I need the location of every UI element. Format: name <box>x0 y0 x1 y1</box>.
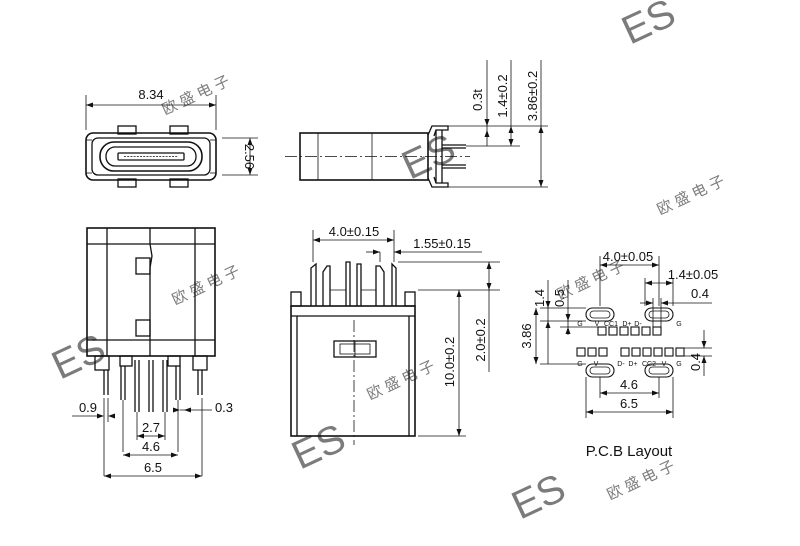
watermark-brand: ES <box>615 0 682 53</box>
side-view-overall-dim: 3.86±0.2 <box>525 71 540 122</box>
pcb-layout: G V CC1 D+ D- G G V D- D+ CC2 V G 4.0±0.… <box>519 249 718 460</box>
pcb-square-pad <box>664 347 674 357</box>
board-view-offset-dim: 1.55±0.15 <box>413 236 471 251</box>
pcb-dim-top-pitch: 4.0±0.05 <box>603 249 654 264</box>
pcb-pin-label: G <box>577 321 582 328</box>
pcb-dim-bottom-1: 4.6 <box>620 377 638 392</box>
pcb-pin-label: V <box>662 361 667 368</box>
front-view-span-3: 6.5 <box>144 460 162 475</box>
front-view-span-1: 2.7 <box>142 420 160 435</box>
pcb-pin-label: V <box>595 321 600 328</box>
pcb-square-pad <box>587 347 597 357</box>
front-view-pin-dim-left: 0.9 <box>79 400 97 415</box>
pcb-pin-label: CC1 <box>604 321 618 328</box>
watermark-chinese: 欧 盛 电 子 <box>170 263 243 309</box>
pcb-square-pad <box>641 326 651 336</box>
side-view-thickness-dim: 0.3t <box>470 89 485 111</box>
pcb-square-pad <box>631 347 641 357</box>
watermark-chinese: 欧 盛 电 子 <box>160 73 233 119</box>
watermark-chinese: 欧 盛 电 子 <box>365 358 438 404</box>
pcb-pin-label: G <box>577 361 582 368</box>
pcb-dim-right-lower: 0.4 <box>688 353 703 371</box>
pcb-square-pad <box>619 326 629 336</box>
pcb-dim-bottom-2: 6.5 <box>620 396 638 411</box>
board-view: 4.0±0.15 1.55±0.15 10.0±0.2 2.0±0.2 <box>290 224 500 445</box>
pcb-square-pad <box>576 347 586 357</box>
board-view-lead-dim: 2.0±0.2 <box>473 318 488 361</box>
pcb-pin-label: CC2 <box>642 361 656 368</box>
pcb-pin-label: D- <box>617 361 625 368</box>
pcb-square-pad <box>630 326 640 336</box>
pcb-square-pad <box>642 347 652 357</box>
pcb-pin-label: D+ <box>622 321 631 328</box>
pcb-square-pad <box>597 326 607 336</box>
pcb-dim-top-offset: 1.4±0.05 <box>668 267 719 282</box>
board-view-pitch-dim: 4.0±0.15 <box>329 224 380 239</box>
pcb-square-pad <box>675 347 685 357</box>
side-view-pin-pitch-dim: 1.4±0.2 <box>495 74 510 117</box>
side-view: 0.3t 1.4±0.2 3.86±0.2 <box>285 60 548 188</box>
front-view-span-2: 4.6 <box>142 439 160 454</box>
top-view-width-dim: 8.34 <box>138 87 163 102</box>
pcb-square-pad <box>620 347 630 357</box>
pcb-pin-label: D+ <box>628 361 637 368</box>
watermark-chinese: 欧 盛 电 子 <box>655 173 728 219</box>
watermark-brand: ES <box>505 466 572 528</box>
front-view: 0.9 0.3 2.7 4.6 6.5 <box>72 227 233 479</box>
pcb-dim-left-1: 1.4 <box>532 289 547 307</box>
pcb-square-pad <box>652 326 662 336</box>
watermark-brand: ES <box>285 416 352 478</box>
pcb-square-pad <box>653 347 663 357</box>
pcb-pin-label: D- <box>634 321 642 328</box>
pcb-dim-left-3: 3.86 <box>519 323 534 348</box>
top-view-height-dim: 2.56 <box>242 144 257 169</box>
board-view-height-dim: 10.0±0.2 <box>442 337 457 388</box>
watermark-chinese: 欧 盛 电 子 <box>605 458 678 504</box>
pcb-layout-title: P.C.B Layout <box>586 443 673 460</box>
top-view: 8.34 2.56 <box>85 87 258 188</box>
pcb-square-pad <box>598 347 608 357</box>
pcb-dim-right-small: 0.4 <box>691 286 709 301</box>
pcb-pin-label: G <box>676 361 681 368</box>
front-view-pin-dim-right: 0.3 <box>215 400 233 415</box>
pcb-square-pad <box>608 326 618 336</box>
pcb-dim-left-2: 0.5 <box>552 289 567 307</box>
pcb-pin-label: V <box>594 361 599 368</box>
watermark-brand: ES <box>45 326 112 388</box>
pcb-pin-label: G <box>676 321 681 328</box>
